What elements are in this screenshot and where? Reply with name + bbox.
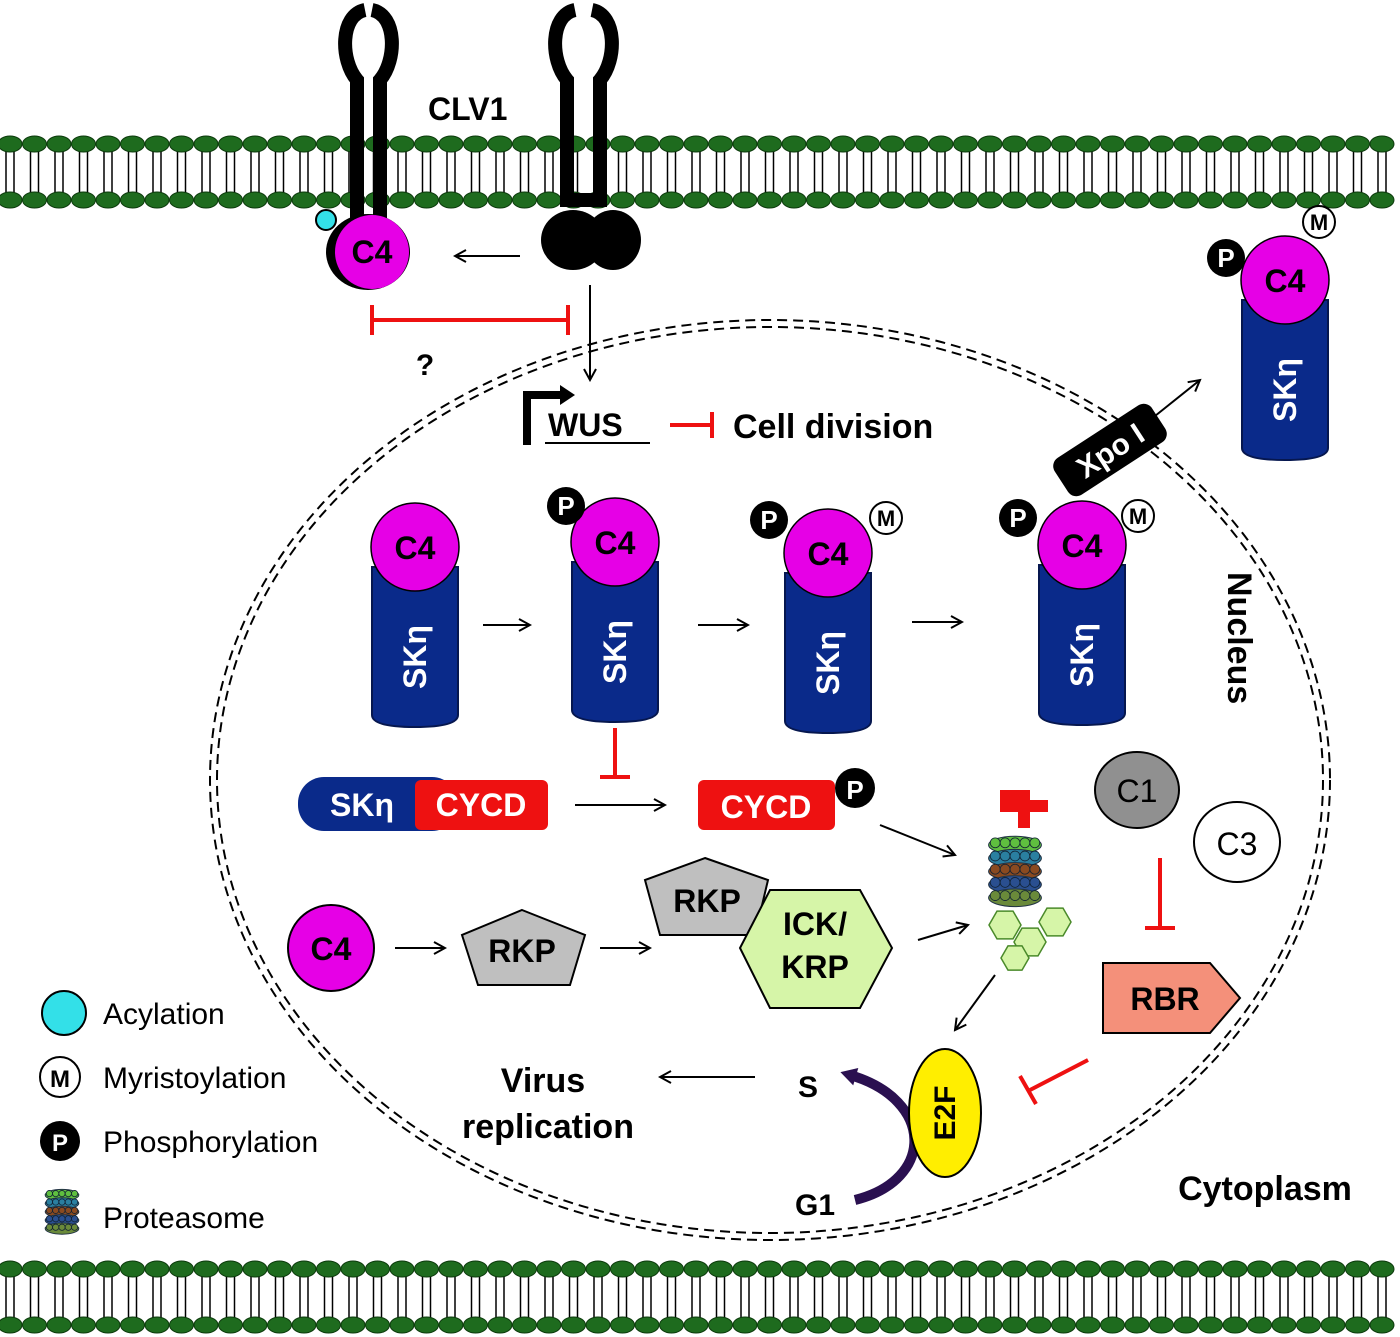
phospho-marker-icon bbox=[547, 487, 585, 525]
skn-cycd-cycd-label: CYCD bbox=[436, 787, 527, 823]
c4-label: C4 bbox=[595, 525, 636, 561]
clv1-label: CLV1 bbox=[428, 91, 507, 127]
rbr-protein bbox=[1102, 962, 1242, 1034]
ick-label-line1: ICK/ bbox=[783, 906, 847, 942]
c4-skn-complex: SKη C4 P M bbox=[750, 501, 903, 735]
c4-free bbox=[287, 904, 375, 992]
rbr-label: RBR bbox=[1130, 981, 1199, 1017]
legend-proteasome-icon bbox=[44, 1188, 80, 1235]
inhibition-c4-receptor bbox=[370, 305, 570, 335]
legend-myristoylation-icon bbox=[39, 1056, 81, 1098]
c1-protein bbox=[1094, 751, 1180, 829]
legend-phosphorylation-icon bbox=[40, 1121, 80, 1161]
proteasome-icon bbox=[988, 790, 1072, 971]
s-phase-label: S bbox=[798, 1071, 818, 1104]
c4-skn-complex: SKη C4 P M bbox=[999, 499, 1155, 727]
skn-label: SKη bbox=[397, 625, 433, 689]
g1-phase-label: G1 bbox=[795, 1189, 835, 1222]
e2f-factor bbox=[908, 1048, 982, 1178]
phospho-mark: P bbox=[1217, 243, 1234, 273]
cell-division-label: Cell division bbox=[733, 408, 933, 446]
skn-label: SKη bbox=[1064, 623, 1100, 687]
acylation-marker-icon bbox=[315, 209, 337, 231]
phospho-mark: P bbox=[1009, 503, 1026, 533]
cycd-label: CYCD bbox=[721, 789, 812, 825]
cycd-phospho-mark: P bbox=[846, 775, 863, 805]
inhibition-skn-cycd bbox=[600, 728, 630, 779]
legend-phosphorylation-label: Phosphorylation bbox=[103, 1126, 318, 1159]
c4-membrane-complex bbox=[315, 209, 410, 290]
ubiquitin-tag-icon bbox=[1000, 790, 1048, 828]
wus-label: WUS bbox=[548, 407, 623, 443]
rkp-protein bbox=[460, 908, 587, 986]
c4-skn-complex: SKη C4 bbox=[370, 502, 460, 729]
c1-label: C1 bbox=[1117, 773, 1158, 809]
arrow-proteasome-to-e2f bbox=[955, 974, 996, 1030]
arrow-export bbox=[1149, 380, 1200, 421]
myristoyl-mark: M bbox=[1310, 210, 1328, 235]
inhibition-c1c3-rbr bbox=[1145, 858, 1175, 930]
c4-label: C4 bbox=[395, 530, 436, 566]
myristoyl-marker-icon bbox=[869, 501, 903, 535]
inhibition-wus-celldivision bbox=[670, 412, 714, 438]
e2f-label: E2F bbox=[929, 1085, 962, 1140]
rkp-ick-complex bbox=[643, 856, 894, 1009]
skn-label: SKη bbox=[1267, 358, 1303, 422]
nucleus-envelope bbox=[209, 319, 1331, 1241]
rkp-complex-label: RKP bbox=[673, 883, 741, 919]
c4-label: C4 bbox=[1265, 263, 1306, 299]
legend: Acylation M Myristoylation P Phosphoryla… bbox=[39, 990, 318, 1235]
c4-membrane-label: C4 bbox=[352, 234, 393, 270]
phospho-mark: P bbox=[760, 505, 777, 535]
c4-free-label: C4 bbox=[311, 931, 352, 967]
arrow-cycd-to-proteasome bbox=[879, 824, 955, 855]
nucleus-label: Nucleus bbox=[1220, 572, 1258, 704]
c4-label: C4 bbox=[808, 536, 849, 572]
myristoyl-mark: M bbox=[1129, 504, 1147, 529]
legend-myristoylation-label: Myristoylation bbox=[103, 1062, 286, 1095]
g1-to-s-arrow bbox=[840, 1068, 920, 1205]
legend-phosphorylation-mark: P bbox=[52, 1130, 68, 1157]
legend-myristoylation-mark: M bbox=[50, 1066, 70, 1093]
myristoyl-marker-icon bbox=[1121, 499, 1155, 533]
xpo-exporter: Xpo I bbox=[1053, 403, 1167, 497]
rkp-label: RKP bbox=[488, 933, 556, 969]
phospho-marker-icon bbox=[1207, 239, 1245, 277]
skn-cycd-complex bbox=[298, 777, 548, 831]
c3-protein bbox=[1193, 801, 1281, 883]
wus-gene bbox=[523, 385, 650, 445]
c3-label: C3 bbox=[1217, 826, 1258, 862]
myristoyl-marker-icon bbox=[1302, 205, 1336, 239]
phospho-marker-icon bbox=[999, 499, 1037, 537]
cycd-phosphorylated bbox=[698, 768, 875, 830]
question-mark: ? bbox=[416, 349, 434, 382]
clv1-receptor-right bbox=[541, 3, 641, 270]
virus-replication-line2: replication bbox=[462, 1108, 634, 1146]
c4-skn-complex: SKη C4 P bbox=[547, 487, 660, 724]
virus-replication-line1: Virus bbox=[501, 1062, 585, 1100]
plasma-membrane-top bbox=[0, 135, 1400, 209]
phospho-marker-icon bbox=[750, 501, 788, 539]
legend-acylation-icon bbox=[41, 990, 87, 1036]
skn-label: SKη bbox=[597, 620, 633, 684]
c4-skn-complex: SKη C4 P M bbox=[1207, 205, 1336, 462]
phospho-mark: P bbox=[557, 491, 574, 521]
plasma-membrane-bottom bbox=[0, 1260, 1400, 1334]
skn-cycd-sk-label: SKη bbox=[330, 787, 394, 823]
exported-c4-skn-complex: SKη C4 P M bbox=[1207, 205, 1336, 462]
c4-label: C4 bbox=[1062, 528, 1103, 564]
legend-proteasome-label: Proteasome bbox=[103, 1202, 265, 1235]
arrow-ick-to-proteasome bbox=[917, 925, 968, 941]
legend-acylation-label: Acylation bbox=[103, 998, 225, 1031]
cytoplasm-label: Cytoplasm bbox=[1178, 1170, 1352, 1208]
myristoyl-mark: M bbox=[877, 506, 895, 531]
skn-label: SKη bbox=[810, 631, 846, 695]
ick-label-line2: KRP bbox=[781, 949, 849, 985]
inhibition-rbr-e2f bbox=[1018, 1058, 1089, 1105]
